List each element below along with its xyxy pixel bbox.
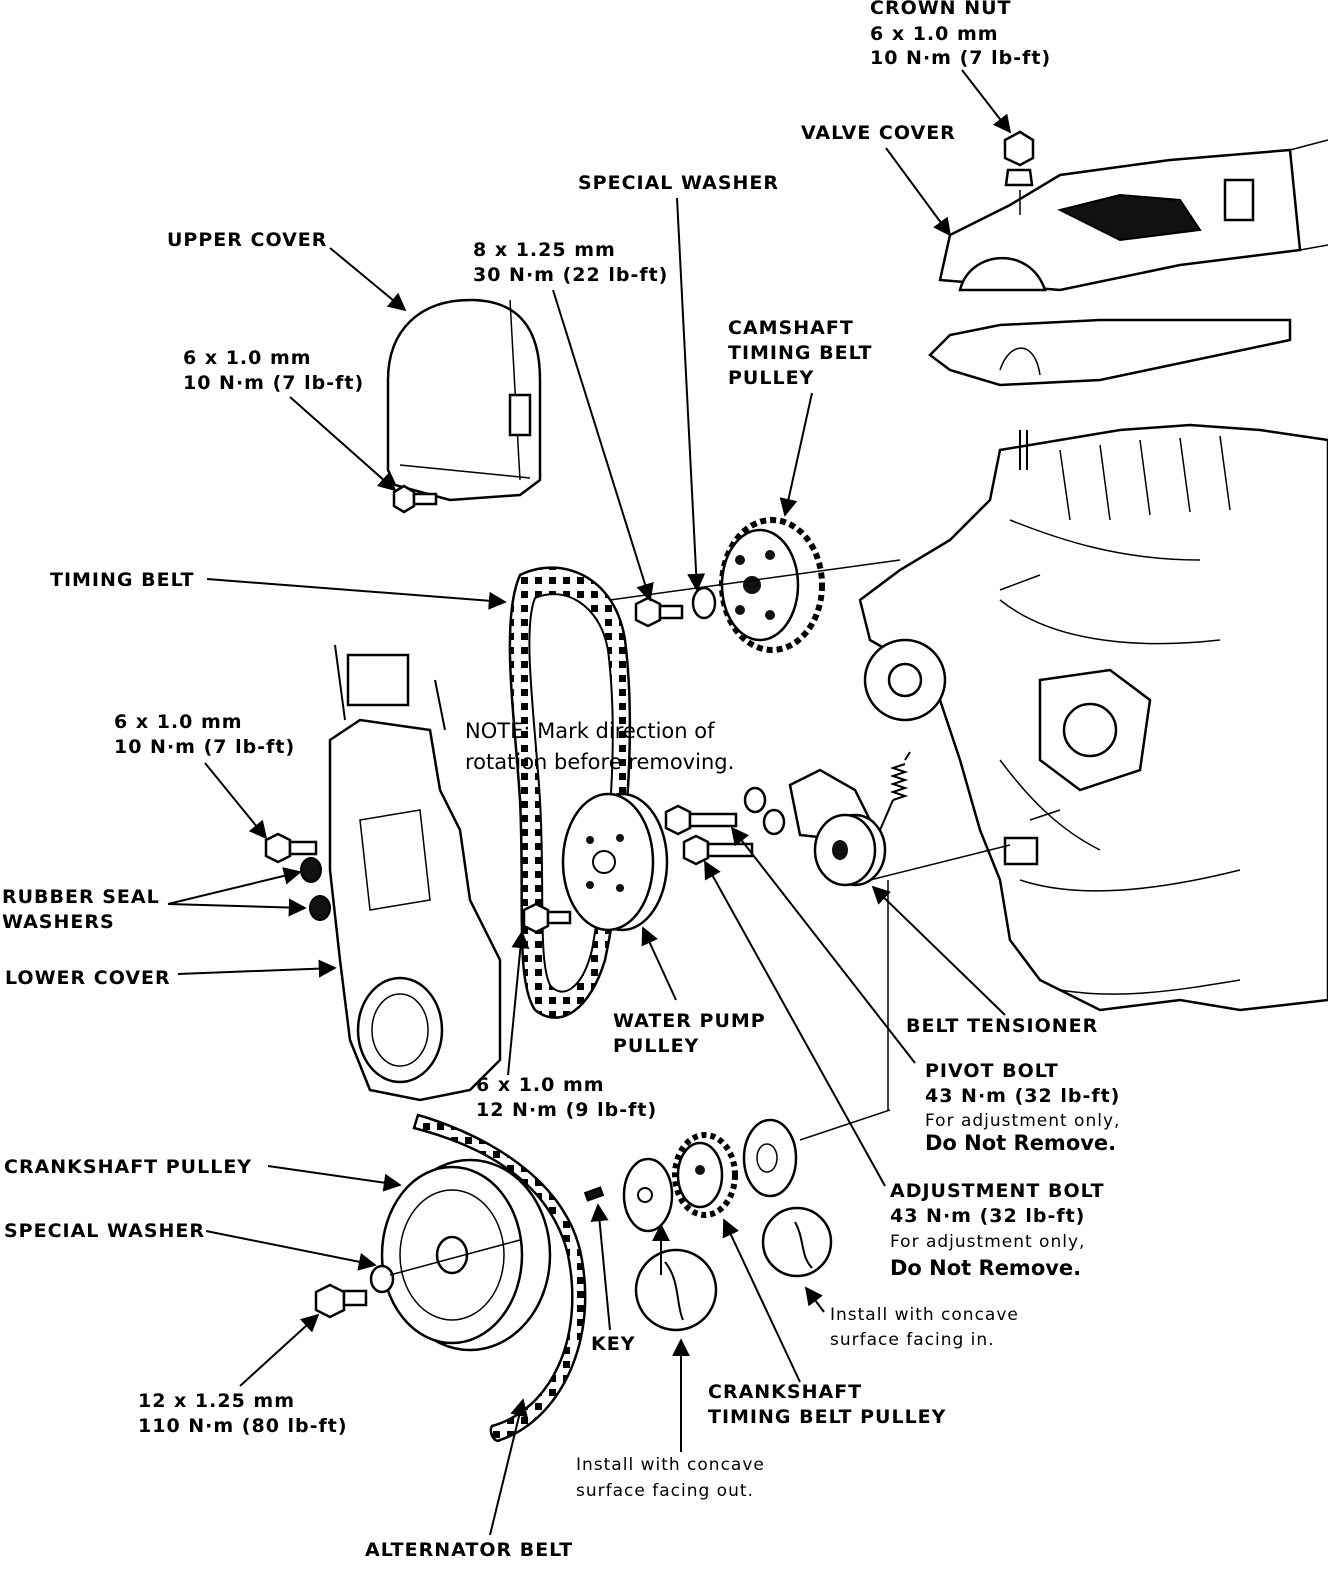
crankshaft-timing-belt-pulley — [672, 1132, 738, 1218]
install-in-line1: Install with concave — [830, 1305, 1019, 1325]
valve-cover-label: VALVE COVER — [801, 122, 956, 144]
belt-guide-profile-out — [634, 1248, 718, 1332]
note-line2: rotation before removing. — [465, 750, 734, 774]
crank-bolt-torque: 110 N·m (80 lb-ft) — [138, 1415, 348, 1437]
camshaft-pulley-label: CAMSHAFT TIMING BELT PULLEY — [728, 317, 873, 389]
water-pump-pulley — [561, 792, 669, 932]
adjustment-bolt — [682, 834, 754, 866]
pivot-bolt-title: PIVOT BOLT — [925, 1060, 1059, 1082]
key-label: KEY — [591, 1333, 635, 1355]
engine-block — [858, 423, 1328, 1012]
rubber-seal-washers-label: RUBBER SEAL WASHERS — [2, 886, 160, 933]
note-line1: NOTE: Mark direction of — [465, 719, 715, 743]
install-out-line2: surface facing out. — [576, 1481, 754, 1501]
crank-timing-line1: CRANKSHAFT — [708, 1381, 862, 1403]
camshaft-bolt — [634, 596, 684, 628]
timing-belt — [508, 566, 632, 1019]
adjustment-bolt-label: ADJUSTMENT BOLT 43 N·m (32 lb-ft) For ad… — [890, 1180, 1105, 1280]
alternator-belt — [412, 1113, 587, 1443]
pivot-bolt-label: PIVOT BOLT 43 N·m (32 lb-ft) For adjustm… — [925, 1060, 1120, 1155]
rubber-seal-line2: WASHERS — [2, 911, 115, 933]
install-out-line1: Install with concave — [576, 1455, 765, 1475]
special-washer-top-label: SPECIAL WASHER — [578, 172, 779, 194]
crown-nut-torque: 10 N·m (7 lb-ft) — [870, 47, 1051, 69]
valve-cover — [928, 139, 1328, 387]
belt-tensioner-label: BELT TENSIONER — [906, 1015, 1098, 1037]
note-label: NOTE: Mark direction of rotation before … — [465, 719, 734, 774]
alternator-belt-label: ALTERNATOR BELT — [365, 1539, 573, 1561]
install-in-label: Install with concave surface facing in. — [830, 1305, 1019, 1350]
upper-cover-bolt — [392, 484, 438, 514]
adjustment-bolt-title: ADJUSTMENT BOLT — [890, 1180, 1105, 1202]
camshaft-special-washer — [691, 586, 717, 620]
lower-cover-label: LOWER COVER — [5, 967, 171, 989]
lower-cover-bolt — [264, 832, 318, 864]
crankshaft-special-washer — [369, 1264, 395, 1294]
woodruff-key — [583, 1186, 605, 1202]
pivot-bolt — [664, 804, 738, 836]
crank-bolt-label: 12 x 1.25 mm 110 N·m (80 lb-ft) — [138, 1390, 348, 1437]
tensioner-washer-2 — [762, 808, 786, 836]
tensioner-spring — [879, 751, 911, 831]
camshaft-pulley-line2: TIMING BELT — [728, 342, 873, 364]
crankshaft-bolt — [314, 1283, 368, 1319]
install-in-line2: surface facing in. — [830, 1330, 995, 1350]
upper-cover-label: UPPER COVER — [167, 229, 327, 251]
cam-bolt-size: 8 x 1.25 mm — [473, 239, 616, 261]
upper-cover — [386, 298, 542, 502]
crankshaft-pulley — [380, 1158, 552, 1352]
upper-cover-bolt-label: 6 x 1.0 mm 10 N·m (7 lb-ft) — [183, 347, 364, 394]
tensioner-washer-1 — [743, 786, 767, 814]
crank-bolt-size: 12 x 1.25 mm — [138, 1390, 295, 1412]
rubber-seal-line1: RUBBER SEAL — [2, 886, 160, 908]
leader-arrows — [167, 69, 1012, 1536]
pivot-bolt-warning: Do Not Remove. — [925, 1131, 1116, 1155]
pivot-bolt-note: For adjustment only, — [925, 1111, 1120, 1131]
belt-guide-profile-in — [761, 1206, 833, 1278]
cam-bolt-spec-label: 8 x 1.25 mm 30 N·m (22 lb-ft) — [473, 239, 668, 286]
rubber-seal-washer-1 — [300, 857, 322, 883]
special-washer-bottom-label: SPECIAL WASHER — [4, 1220, 205, 1242]
pivot-bolt-torque: 43 N·m (32 lb-ft) — [925, 1085, 1120, 1107]
crown-nut-title: CROWN NUT — [870, 0, 1012, 19]
crown-nut-label: CROWN NUT 6 x 1.0 mm 10 N·m (7 lb-ft) — [870, 0, 1051, 69]
crank-timing-line2: TIMING BELT PULLEY — [708, 1406, 946, 1428]
lower-bolt-size: 6 x 1.0 mm — [114, 711, 243, 733]
water-pump-bolt-label: 6 x 1.0 mm 12 N·m (9 lb-ft) — [476, 1074, 657, 1121]
wp-bolt-torque: 12 N·m (9 lb-ft) — [476, 1099, 657, 1121]
camshaft-pulley-line1: CAMSHAFT — [728, 317, 854, 339]
crown-nut — [1003, 130, 1035, 215]
belt-tensioner-pulley — [813, 813, 887, 887]
water-pump-bolt — [522, 902, 572, 934]
lower-cover — [328, 644, 502, 1102]
upper-bolt-torque: 10 N·m (7 lb-ft) — [183, 372, 364, 394]
upper-bolt-size: 6 x 1.0 mm — [183, 347, 312, 369]
rubber-seal-washer-2 — [309, 895, 331, 921]
crown-nut-size: 6 x 1.0 mm — [870, 23, 999, 45]
crankshaft-pulley-label: CRANKSHAFT PULLEY — [4, 1156, 252, 1178]
outer-belt-guide — [622, 1157, 674, 1233]
water-pump-pulley-label: WATER PUMP PULLEY — [613, 1010, 766, 1057]
cam-bolt-torque: 30 N·m (22 lb-ft) — [473, 264, 668, 286]
lower-cover-bolt-label: 6 x 1.0 mm 10 N·m (7 lb-ft) — [114, 711, 295, 758]
inner-belt-guide — [742, 1118, 798, 1198]
crankshaft-timing-pulley-label: CRANKSHAFT TIMING BELT PULLEY — [708, 1381, 946, 1428]
install-out-label: Install with concave surface facing out. — [576, 1455, 765, 1501]
adjustment-bolt-warning: Do Not Remove. — [890, 1256, 1081, 1280]
adjustment-bolt-note: For adjustment only, — [890, 1232, 1085, 1252]
adjustment-bolt-torque: 43 N·m (32 lb-ft) — [890, 1205, 1085, 1227]
camshaft-pulley — [719, 517, 825, 653]
water-pump-line1: WATER PUMP — [613, 1010, 766, 1032]
lower-bolt-torque: 10 N·m (7 lb-ft) — [114, 736, 295, 758]
water-pump-line2: PULLEY — [613, 1035, 699, 1057]
camshaft-pulley-line3: PULLEY — [728, 367, 814, 389]
timing-belt-label: TIMING BELT — [50, 569, 195, 591]
wp-bolt-size: 6 x 1.0 mm — [476, 1074, 605, 1096]
